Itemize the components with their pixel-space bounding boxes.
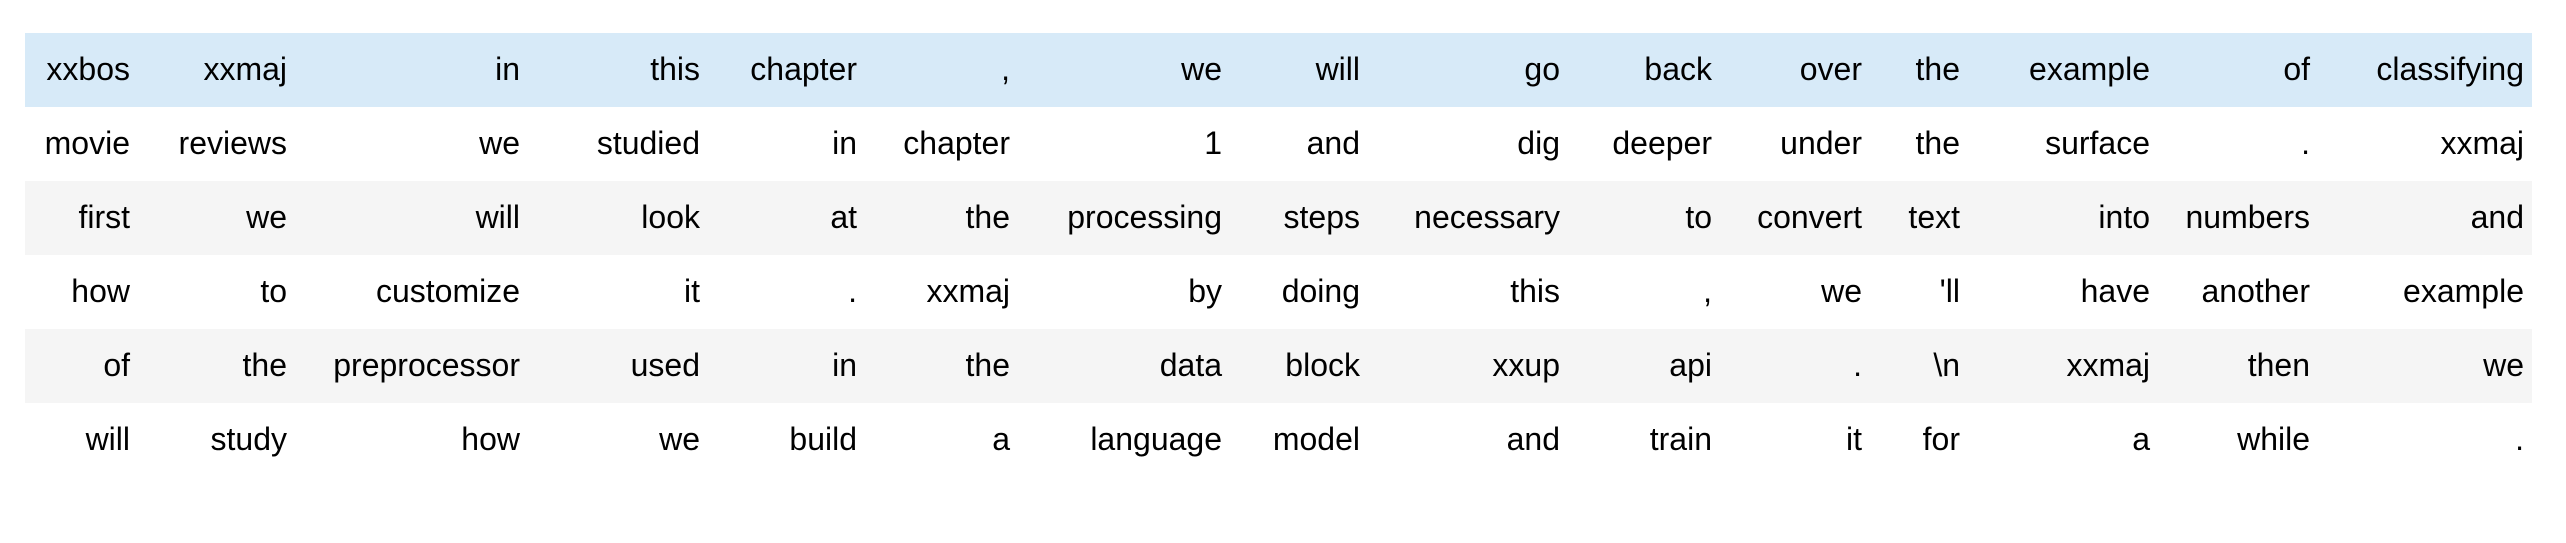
token-cell: preprocessor (333, 347, 520, 384)
token-cell: look (641, 199, 700, 236)
token-cell: for (1922, 421, 1960, 458)
token-cell: convert (1757, 199, 1862, 236)
token-cell: movie (44, 125, 130, 162)
token-cell: chapter (903, 125, 1010, 162)
token-cell: xxmaj (926, 273, 1010, 310)
token-cell: go (1524, 51, 1560, 88)
token-cell: \n (1933, 347, 1960, 384)
token-cell: processing (1067, 199, 1222, 236)
token-cell: we (246, 199, 287, 236)
token-cell: the (965, 347, 1010, 384)
token-cell: classifying (2376, 51, 2524, 88)
token-cell: this (650, 51, 700, 88)
token-cell: and (2470, 199, 2524, 236)
token-cell: doing (1281, 273, 1360, 310)
token-cell: xxup (1492, 347, 1560, 384)
token-cell: at (830, 199, 857, 236)
tokenized-text-table: xxbos xxmaj in this chapter , we will go… (25, 33, 2532, 477)
token-row-6: will study how we build a language model… (25, 403, 2532, 477)
token-cell: data (1159, 347, 1222, 384)
token-cell: xxbos (46, 51, 130, 88)
token-row-3: first we will look at the processing ste… (25, 181, 2532, 255)
token-cell: , (1001, 51, 1010, 88)
token-cell: a (992, 421, 1010, 458)
token-cell: necessary (1414, 199, 1560, 236)
token-cell: xxmaj (203, 51, 287, 88)
token-cell: deeper (1612, 125, 1712, 162)
token-cell: a (2132, 421, 2150, 458)
token-cell: in (495, 51, 520, 88)
token-cell: we (479, 125, 520, 162)
token-cell: will (1315, 51, 1360, 88)
token-cell: we (1181, 51, 1222, 88)
token-cell: example (2403, 273, 2524, 310)
token-cell: first (78, 199, 130, 236)
token-cell: under (1780, 125, 1862, 162)
token-cell: the (965, 199, 1010, 236)
token-cell: and (1306, 125, 1360, 162)
token-cell: studied (596, 125, 700, 162)
token-cell: we (2483, 347, 2524, 384)
token-cell: have (2080, 273, 2150, 310)
token-cell: while (2237, 421, 2310, 458)
token-cell: build (789, 421, 857, 458)
token-cell: 1 (1204, 125, 1222, 162)
token-cell: api (1669, 347, 1712, 384)
token-cell: how (461, 421, 520, 458)
token-cell: language (1090, 421, 1222, 458)
token-cell: used (630, 347, 700, 384)
token-cell: xxmaj (2440, 125, 2524, 162)
token-cell: numbers (2185, 199, 2311, 236)
token-cell: in (832, 125, 857, 162)
token-cell: it (684, 273, 700, 310)
token-cell: we (1821, 273, 1862, 310)
token-cell: . (2301, 125, 2310, 162)
token-cell: 'll (1939, 273, 1960, 310)
token-cell: then (2247, 347, 2310, 384)
token-table-body: xxbos xxmaj in this chapter , we will go… (25, 33, 2532, 477)
token-cell: by (1188, 273, 1222, 310)
token-cell: steps (1283, 199, 1360, 236)
token-cell: in (832, 347, 857, 384)
token-cell: xxmaj (2066, 347, 2150, 384)
token-cell: the (1915, 51, 1960, 88)
token-cell: over (1799, 51, 1862, 88)
token-cell: . (848, 273, 857, 310)
token-cell: to (260, 273, 287, 310)
token-row-1-highlighted: xxbos xxmaj in this chapter , we will go… (25, 33, 2532, 107)
token-cell: text (1908, 199, 1960, 236)
token-cell: surface (2045, 125, 2150, 162)
token-cell: will (475, 199, 520, 236)
token-cell: , (1703, 273, 1712, 310)
token-cell: reviews (178, 125, 287, 162)
token-cell: chapter (750, 51, 857, 88)
token-cell: to (1685, 199, 1712, 236)
token-cell: and (1506, 421, 1560, 458)
token-cell: example (2029, 51, 2150, 88)
token-cell: of (103, 347, 130, 384)
token-cell: customize (375, 273, 520, 310)
token-cell: we (659, 421, 700, 458)
token-cell: train (1649, 421, 1712, 458)
token-cell: into (2098, 199, 2150, 236)
token-cell: another (2201, 273, 2310, 310)
token-cell: the (1915, 125, 1960, 162)
token-cell: study (210, 421, 287, 458)
token-cell: dig (1517, 125, 1560, 162)
token-cell: . (2515, 421, 2524, 458)
token-row-2: movie reviews we studied in chapter 1 an… (25, 107, 2532, 181)
token-row-5: of the preprocessor used in the data blo… (25, 329, 2532, 403)
token-cell: it (1846, 421, 1862, 458)
token-cell: block (1285, 347, 1360, 384)
token-cell: back (1644, 51, 1712, 88)
token-cell: . (1853, 347, 1862, 384)
token-row-4: how to customize it . xxmaj by doing thi… (25, 255, 2532, 329)
token-cell: the (242, 347, 287, 384)
token-cell: model (1272, 421, 1360, 458)
token-cell: of (2283, 51, 2310, 88)
token-cell: will (85, 421, 130, 458)
token-cell: how (71, 273, 130, 310)
token-cell: this (1510, 273, 1560, 310)
